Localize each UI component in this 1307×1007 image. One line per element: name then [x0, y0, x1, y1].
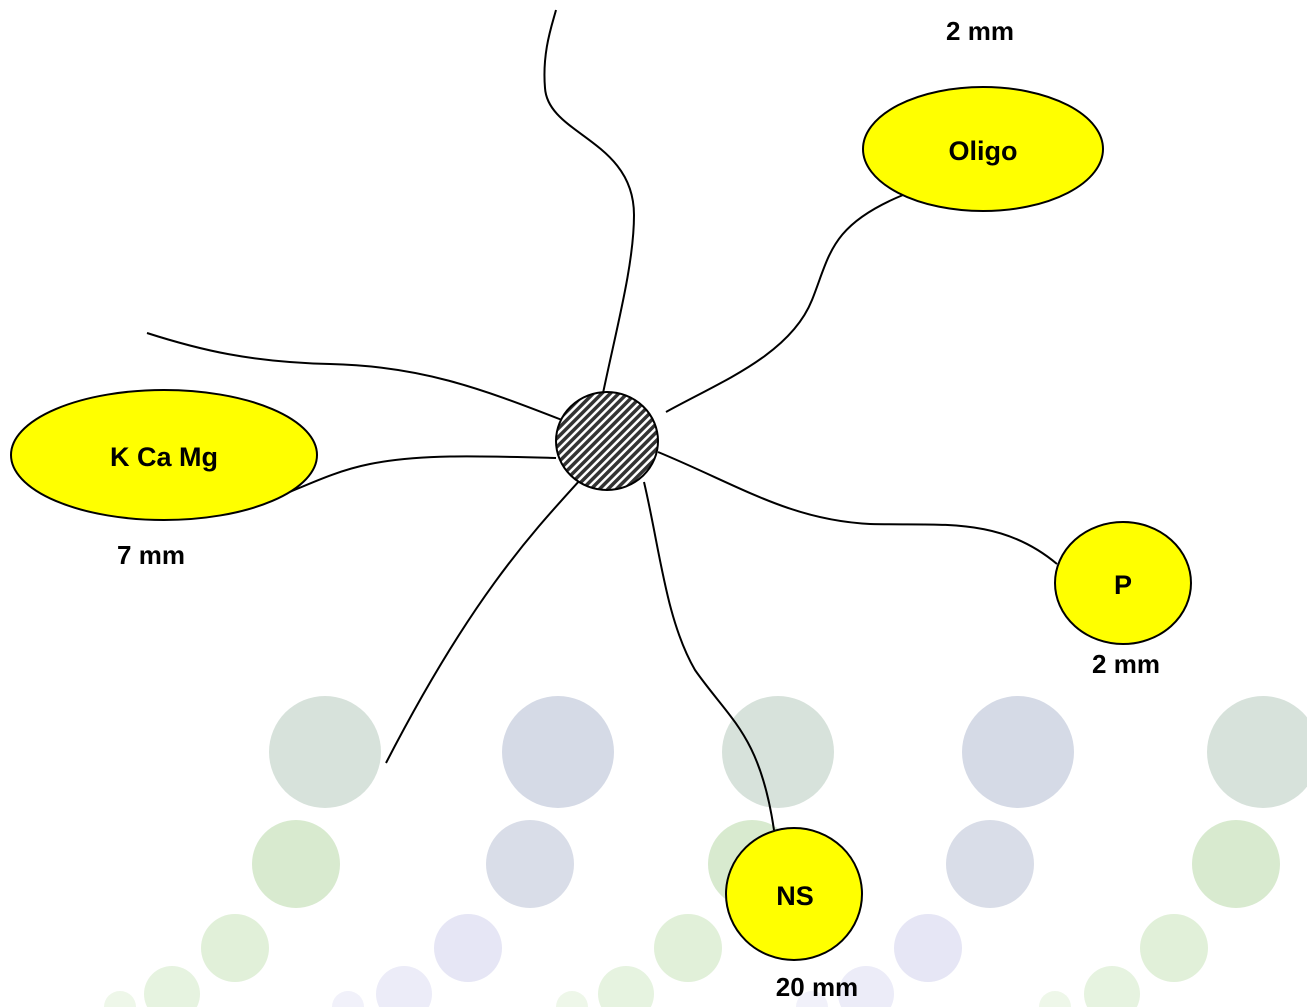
bg-dot — [1207, 696, 1307, 808]
bg-dot — [1192, 820, 1280, 908]
bg-dot — [269, 696, 381, 808]
nutrient-kcamg-distance: 7 mm — [117, 540, 185, 570]
bg-dot — [201, 914, 269, 982]
bg-dot — [1140, 914, 1208, 982]
bg-dot — [722, 696, 834, 808]
bg-dot — [434, 914, 502, 982]
bg-dot — [838, 966, 894, 1007]
nutrient-p-distance: 2 mm — [1092, 649, 1160, 679]
nutrient-ns-distance: 20 mm — [776, 972, 858, 1002]
bg-dot — [654, 914, 722, 982]
nutrient-ns: NS 20 mm — [725, 827, 863, 1002]
bg-dot — [894, 914, 962, 982]
nutrient-oligo-distance: 2 mm — [946, 16, 1014, 46]
nutrient-oligo-label: Oligo — [949, 136, 1018, 166]
center-root-node — [555, 391, 659, 491]
root-oligo — [665, 194, 904, 413]
nutrient-kcamg: K Ca Mg 7 mm — [10, 389, 318, 570]
bg-dot — [962, 696, 1074, 808]
bg-dot — [1039, 991, 1071, 1007]
bg-dot — [502, 696, 614, 808]
nutrient-ns-ellipse — [725, 827, 863, 961]
bg-dot — [1084, 966, 1140, 1007]
nutrient-p: P 2 mm — [1054, 521, 1192, 679]
bg-dot — [376, 966, 432, 1007]
bg-dot — [598, 966, 654, 1007]
nutrient-oligo-ellipse — [862, 86, 1104, 212]
bg-dot — [104, 991, 136, 1007]
bg-dot — [946, 820, 1034, 908]
background-dots — [104, 696, 1307, 1007]
root-left-lower — [385, 479, 581, 764]
bg-dot — [796, 991, 828, 1007]
bg-dot — [332, 991, 364, 1007]
nutrient-ns-label: NS — [776, 881, 814, 911]
root-p — [657, 451, 1058, 565]
nutrient-oligo: Oligo 2 mm — [862, 16, 1104, 212]
bg-dot — [144, 966, 200, 1007]
root-ns — [643, 481, 775, 831]
bg-dot — [556, 991, 588, 1007]
nutrient-p-ellipse — [1054, 521, 1192, 645]
bg-dot — [486, 820, 574, 908]
bg-dot — [252, 820, 340, 908]
root-left-upper — [146, 332, 563, 421]
nutrient-kcamg-ellipse — [10, 389, 318, 521]
root-up — [543, 9, 636, 399]
nutrient-kcamg-label: K Ca Mg — [110, 442, 218, 472]
nutrient-p-label: P — [1114, 570, 1132, 600]
